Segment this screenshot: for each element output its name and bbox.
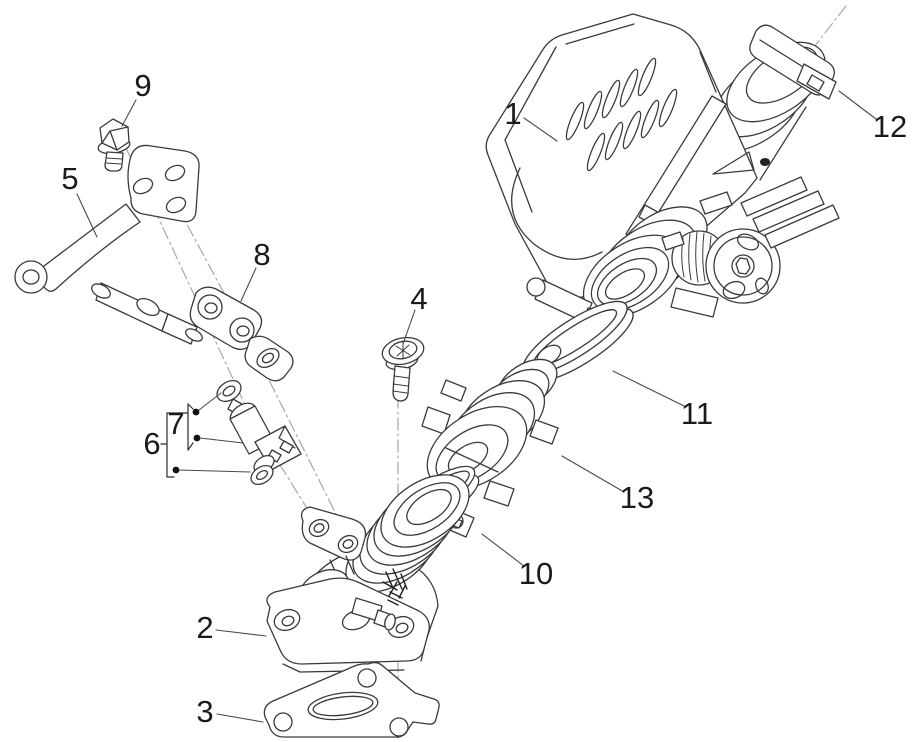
callout-label-2: 2 [196,610,213,645]
callout-7: 7 [167,392,244,451]
part-flange-bolt [97,118,131,172]
callout-6: 6 [143,412,251,478]
part-intake-manifold [266,474,470,673]
callout-11: 11 [612,370,713,431]
callout-1: 1 [504,96,558,142]
part-hose-clamp-upper [749,24,837,100]
callout-12: 12 [838,90,907,144]
callout-label-5: 5 [61,161,78,196]
callout-2: 2 [196,610,267,645]
callout-label-8: 8 [253,237,270,272]
callout-3: 3 [196,694,264,729]
callout-10: 10 [481,533,553,591]
part-support-bracket [14,144,200,294]
callout-label-7: 7 [167,406,184,441]
callout-9: 9 [121,68,152,127]
stamped-marking [382,568,408,606]
callout-label-10: 10 [519,556,553,591]
part-actuator-housing [421,344,562,507]
part-injector [216,380,302,486]
callout-label-3: 3 [196,694,213,729]
callout-label-12: 12 [873,109,907,144]
housing-fins [565,57,678,172]
callout-label-1: 1 [504,96,521,131]
callout-label-6: 6 [143,426,160,461]
part-injector-holder [91,282,294,382]
callout-label-4: 4 [410,281,427,316]
callout-label-13: 13 [620,480,654,515]
part-gasket [263,661,440,738]
part-torx-screw [381,336,425,402]
callout-label-11: 11 [681,396,713,431]
callout-4: 4 [402,281,428,345]
callout-8: 8 [240,237,271,302]
callout-13: 13 [561,455,654,515]
callout-5: 5 [61,161,98,238]
callout-label-9: 9 [134,68,151,103]
